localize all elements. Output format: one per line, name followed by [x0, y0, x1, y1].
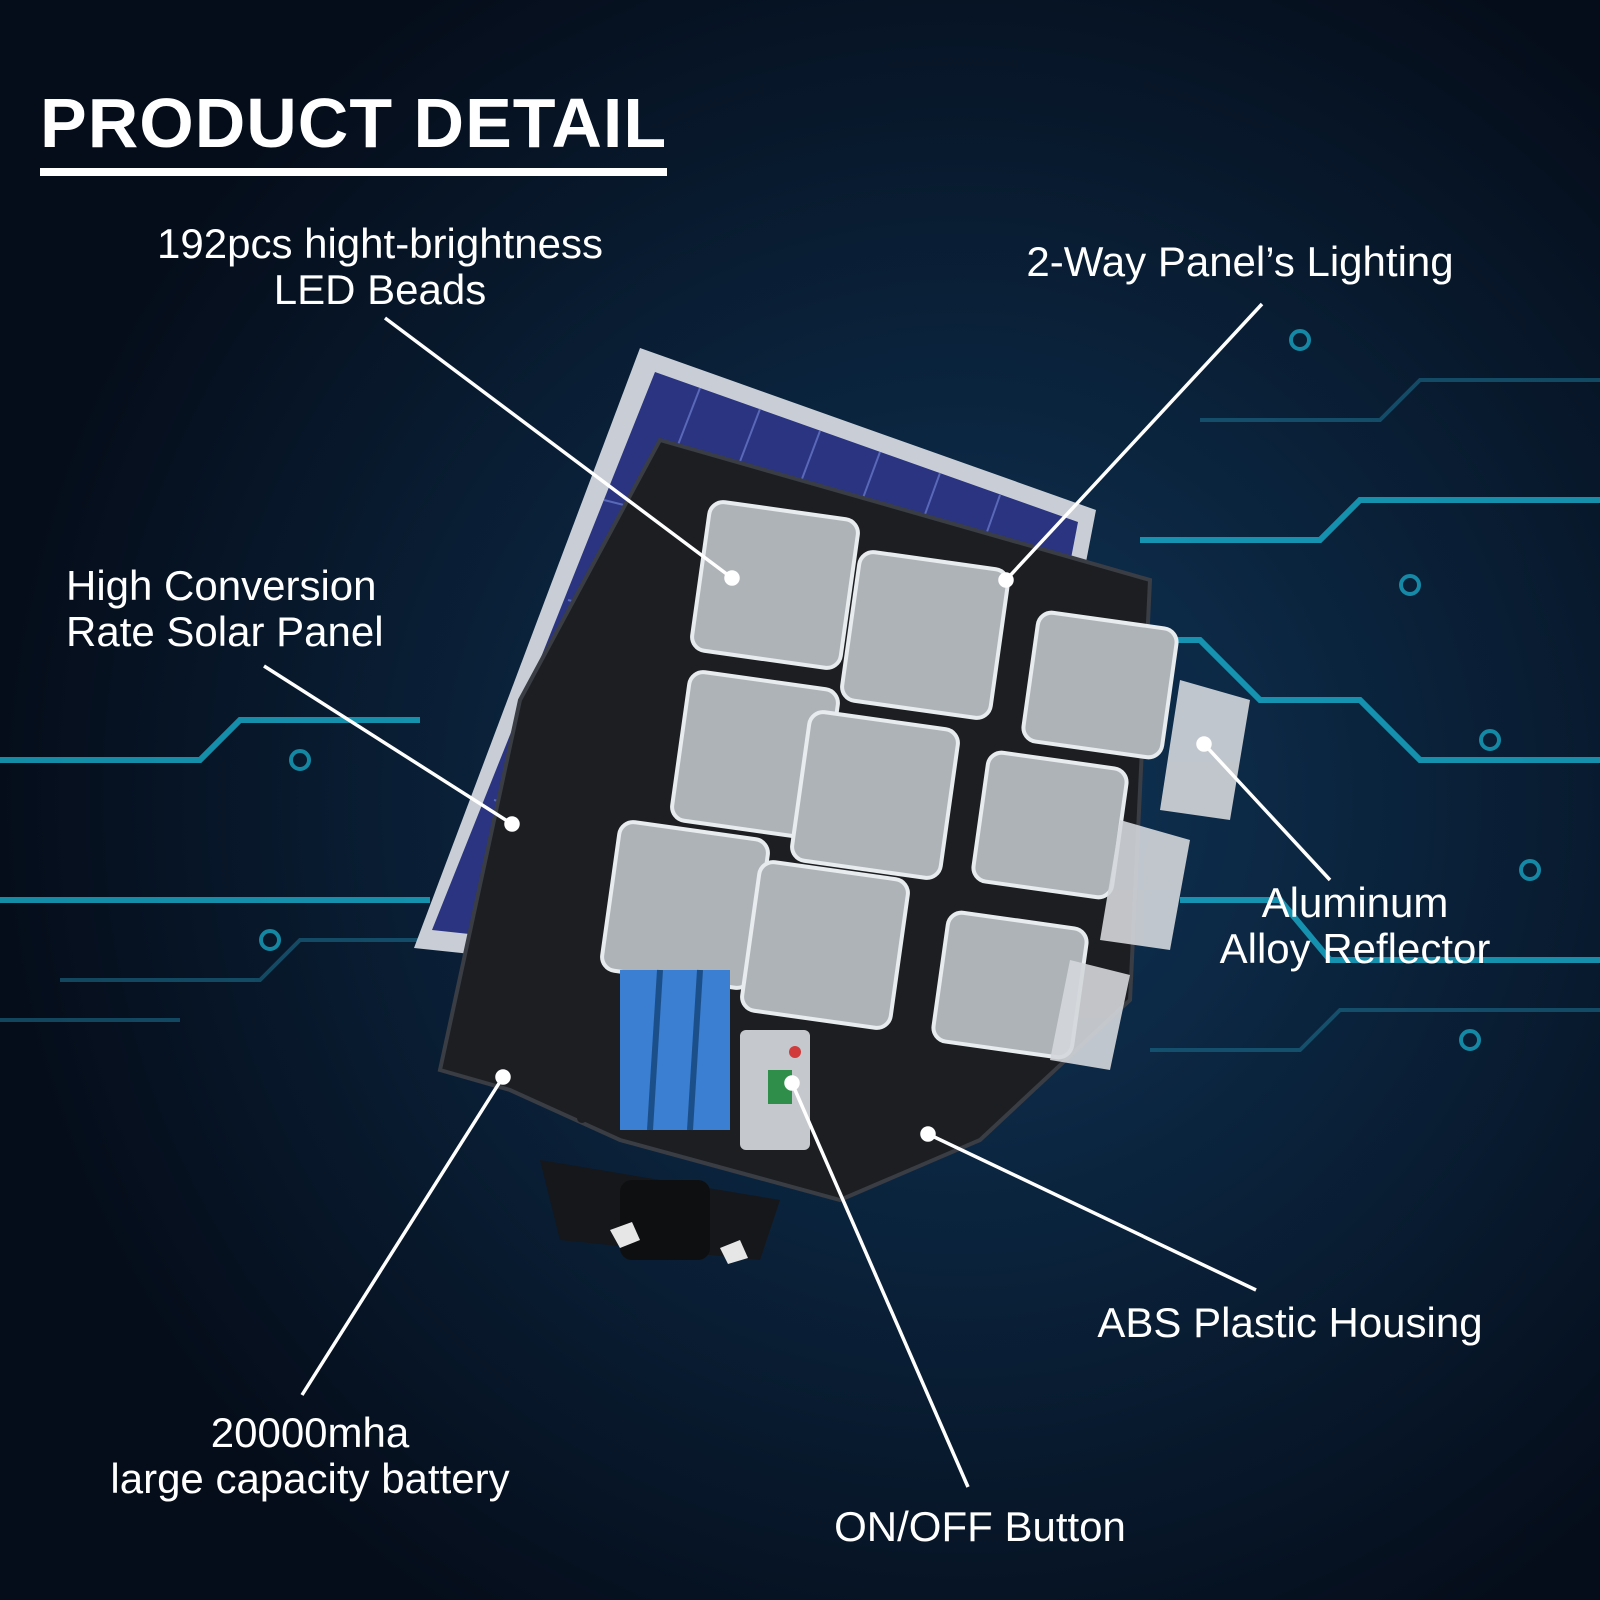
- callout-battery-line1: 20000mha: [210, 1409, 410, 1456]
- callout-solar-panel-line1: High Conversion: [66, 562, 377, 609]
- callout-battery: 20000mha large capacity battery: [60, 1410, 560, 1502]
- callout-solar-panel-line2: Rate Solar Panel: [66, 608, 384, 655]
- page-title: PRODUCT DETAIL: [40, 86, 668, 177]
- callout-lighting: 2-Way Panel’s Lighting: [990, 239, 1490, 285]
- callout-button: ON/OFF Button: [800, 1504, 1160, 1550]
- callout-lighting-line1: 2-Way Panel’s Lighting: [1026, 238, 1454, 285]
- callout-led-beads: 192pcs hight-brightness LED Beads: [120, 221, 640, 313]
- callout-housing: ABS Plastic Housing: [1060, 1300, 1520, 1346]
- callout-reflector-line2: Alloy Reflector: [1219, 925, 1491, 972]
- callout-battery-line2: large capacity battery: [110, 1455, 510, 1502]
- callout-reflector-line1: Aluminum: [1261, 879, 1449, 926]
- callout-solar-panel: High Conversion Rate Solar Panel: [66, 563, 446, 655]
- callout-led-beads-line2: LED Beads: [273, 266, 487, 313]
- battery-graphic: [620, 969, 730, 1131]
- led-modules-graphic: [600, 500, 1179, 1060]
- callout-reflector: Aluminum Alloy Reflector: [1175, 880, 1535, 972]
- reflector-panels-graphic: [1050, 680, 1250, 1070]
- callout-led-beads-line1: 192pcs hight-brightness: [157, 220, 603, 267]
- callout-button-line1: ON/OFF Button: [834, 1503, 1126, 1550]
- callout-housing-line1: ABS Plastic Housing: [1097, 1299, 1483, 1346]
